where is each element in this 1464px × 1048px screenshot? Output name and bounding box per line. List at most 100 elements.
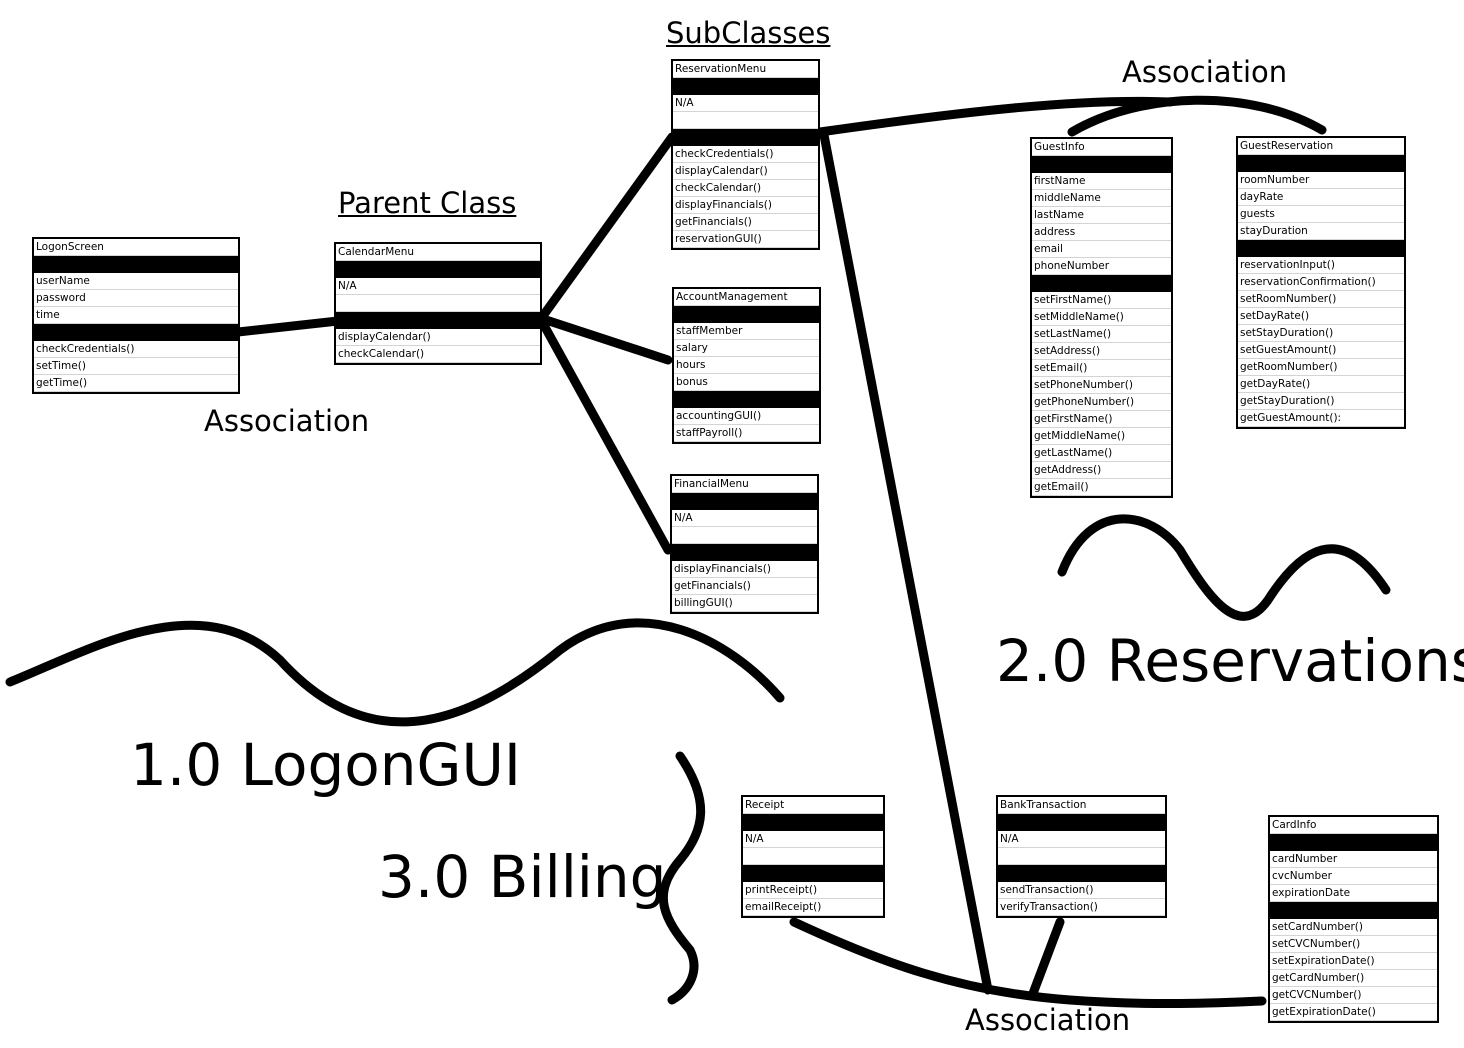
method-row: billingGUI() bbox=[672, 595, 817, 612]
attribute-row: stayDuration bbox=[1238, 223, 1404, 240]
method-row: setRoomNumber() bbox=[1238, 291, 1404, 308]
subclasses-heading: SubClasses bbox=[666, 16, 831, 50]
reservations-wave bbox=[1057, 514, 1391, 621]
method-row: getFinancials() bbox=[672, 578, 817, 595]
guest-association-arc bbox=[1067, 95, 1327, 137]
attribute-row: dayRate bbox=[1238, 189, 1404, 206]
method-row: sendTransaction() bbox=[998, 882, 1165, 899]
section-divider bbox=[34, 256, 238, 273]
section-divider bbox=[674, 306, 819, 323]
section-divider bbox=[674, 391, 819, 408]
section-reservations-label: 2.0 Reservations bbox=[996, 627, 1464, 695]
class-name: GuestInfo bbox=[1032, 139, 1171, 156]
attribute-row: staffMember bbox=[674, 323, 819, 340]
section-divider bbox=[743, 814, 883, 831]
attribute-row: hours bbox=[674, 357, 819, 374]
section-divider bbox=[998, 814, 1165, 831]
empty-row bbox=[743, 848, 883, 865]
class-box-account-management: AccountManagement staffMember salary hou… bbox=[672, 287, 821, 444]
association-label-top: Association bbox=[1122, 55, 1288, 89]
attribute-row: N/A bbox=[673, 95, 818, 112]
method-row: setEmail() bbox=[1032, 360, 1171, 377]
method-row: setFirstName() bbox=[1032, 292, 1171, 309]
method-row: getGuestAmount(): bbox=[1238, 410, 1404, 427]
method-row: getLastName() bbox=[1032, 445, 1171, 462]
logon-calendar-association-line bbox=[233, 316, 343, 337]
class-name: AccountManagement bbox=[674, 289, 819, 306]
class-box-calendar-menu: CalendarMenu N/A displayCalendar() check… bbox=[334, 242, 542, 365]
method-row: setCVCNumber() bbox=[1270, 936, 1437, 953]
attribute-row: expirationDate bbox=[1270, 885, 1437, 902]
attribute-row: cardNumber bbox=[1270, 851, 1437, 868]
attribute-row: time bbox=[34, 307, 238, 324]
method-row: reservationGUI() bbox=[673, 231, 818, 248]
section-divider bbox=[998, 865, 1165, 882]
method-row: getFinancials() bbox=[673, 214, 818, 231]
method-row: checkCredentials() bbox=[673, 146, 818, 163]
attribute-row: phoneNumber bbox=[1032, 258, 1171, 275]
reservation-to-guest-association-line bbox=[815, 96, 1175, 137]
receipt-association-curve bbox=[789, 917, 1267, 1009]
section-divider bbox=[1270, 834, 1437, 851]
reservation-to-billing-line bbox=[819, 130, 993, 995]
class-box-financial-menu: FinancialMenu N/A displayFinancials() ge… bbox=[670, 474, 819, 614]
logon-wave bbox=[5, 618, 785, 727]
section-divider bbox=[34, 324, 238, 341]
method-row: getCardNumber() bbox=[1270, 970, 1437, 987]
method-row: getFirstName() bbox=[1032, 411, 1171, 428]
attribute-row: userName bbox=[34, 273, 238, 290]
attribute-row: guests bbox=[1238, 206, 1404, 223]
method-row: emailReceipt() bbox=[743, 899, 883, 916]
section-divider bbox=[673, 129, 818, 146]
section-divider bbox=[1032, 275, 1171, 292]
method-row: checkCalendar() bbox=[673, 180, 818, 197]
method-row: getStayDuration() bbox=[1238, 393, 1404, 410]
class-box-receipt: Receipt N/A printReceipt() emailReceipt(… bbox=[741, 795, 885, 918]
association-label-bottom: Association bbox=[965, 1003, 1131, 1037]
section-divider bbox=[336, 312, 540, 329]
method-row: checkCredentials() bbox=[34, 341, 238, 358]
attribute-row: password bbox=[34, 290, 238, 307]
method-row: getExpirationDate() bbox=[1270, 1004, 1437, 1021]
attribute-row: middleName bbox=[1032, 190, 1171, 207]
empty-row bbox=[672, 527, 817, 544]
method-row: setDayRate() bbox=[1238, 308, 1404, 325]
method-row: reservationInput() bbox=[1238, 257, 1404, 274]
class-name: CardInfo bbox=[1270, 817, 1437, 834]
association-label-left: Association bbox=[204, 404, 370, 438]
attribute-row: bonus bbox=[674, 374, 819, 391]
method-row: checkCalendar() bbox=[336, 346, 540, 363]
attribute-row: salary bbox=[674, 340, 819, 357]
section-divider bbox=[336, 261, 540, 278]
section-divider bbox=[672, 544, 817, 561]
method-row: printReceipt() bbox=[743, 882, 883, 899]
calendar-to-reservation-line bbox=[535, 132, 677, 325]
class-box-reservation-menu: ReservationMenu N/A checkCredentials() d… bbox=[671, 59, 820, 250]
section-divider bbox=[1238, 155, 1404, 172]
class-name: BankTransaction bbox=[998, 797, 1165, 814]
method-row: displayFinancials() bbox=[673, 197, 818, 214]
method-row: getCVCNumber() bbox=[1270, 987, 1437, 1004]
attribute-row: N/A bbox=[336, 278, 540, 295]
attribute-row: cvcNumber bbox=[1270, 868, 1437, 885]
section-divider bbox=[1032, 156, 1171, 173]
section-billing-label: 3.0 Billing bbox=[378, 843, 667, 911]
bank-association-line bbox=[1027, 917, 1065, 1001]
section-divider bbox=[673, 78, 818, 95]
class-name: GuestReservation bbox=[1238, 138, 1404, 155]
method-row: setAddress() bbox=[1032, 343, 1171, 360]
billing-brace bbox=[658, 751, 706, 1005]
method-row: setExpirationDate() bbox=[1270, 953, 1437, 970]
empty-row bbox=[998, 848, 1165, 865]
empty-row bbox=[673, 112, 818, 129]
method-row: accountingGUI() bbox=[674, 408, 819, 425]
section-divider bbox=[672, 493, 817, 510]
method-row: setPhoneNumber() bbox=[1032, 377, 1171, 394]
method-row: getEmail() bbox=[1032, 479, 1171, 496]
method-row: getMiddleName() bbox=[1032, 428, 1171, 445]
class-box-guest-info: GuestInfo firstName middleName lastName … bbox=[1030, 137, 1173, 498]
attribute-row: N/A bbox=[998, 831, 1165, 848]
attribute-row: lastName bbox=[1032, 207, 1171, 224]
